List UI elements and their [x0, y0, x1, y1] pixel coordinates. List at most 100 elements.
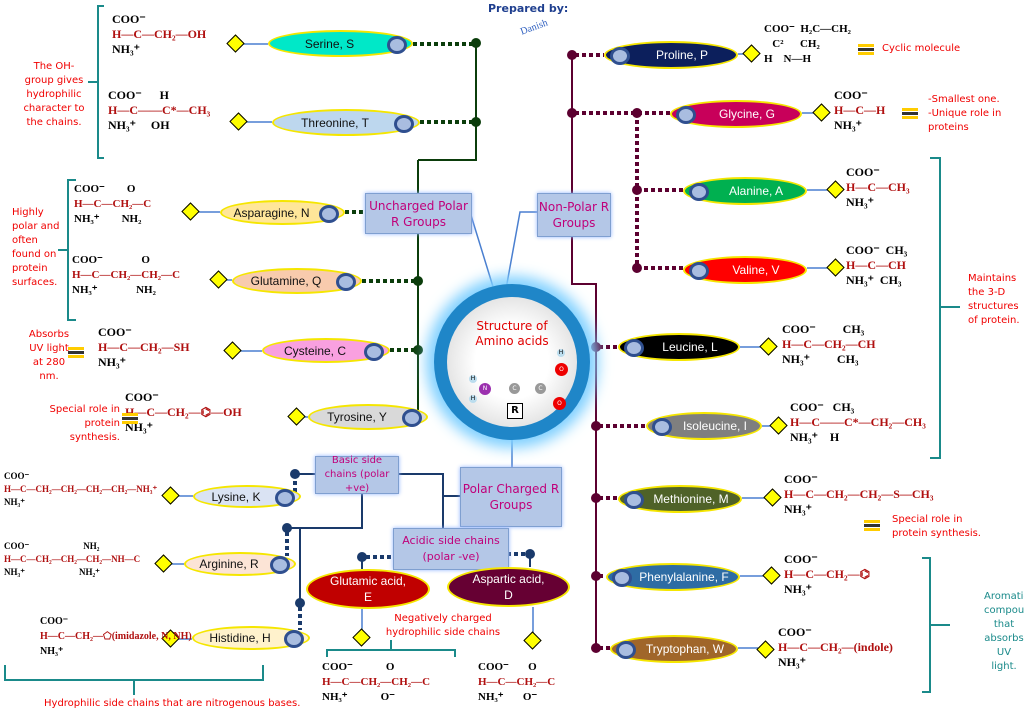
amino-acid-histidine[interactable]: Histidine, H — [192, 626, 310, 650]
pill-label: Lysine, K — [211, 489, 261, 504]
histidine-structure: COO⁻H—C—CH₂—⬠(imidazole, N, NH)NH₃⁺ — [40, 616, 192, 657]
hydrogen-atom: H — [469, 375, 477, 383]
connector-dot-icon — [652, 418, 672, 436]
pill-label: Arginine, R — [199, 557, 259, 571]
pill-label: Proline, P — [655, 48, 709, 62]
basic-side-chains-box: Basic side chains (polar +ve) — [315, 455, 399, 494]
r-group-label: R — [507, 403, 523, 419]
cyclic-note: Cyclic molecule — [882, 43, 961, 54]
connector-dot-icon — [319, 204, 339, 223]
bracket — [58, 179, 76, 321]
amino-acid-glycine[interactable]: Glycine, G — [670, 100, 802, 128]
connector-dot-icon — [394, 114, 414, 133]
glycine-note-2: -Unique role in proteins — [928, 108, 1002, 133]
amino-acid-serine[interactable]: Serine, S — [268, 30, 413, 57]
connector-dot-icon — [689, 262, 709, 280]
nonpolar-line — [571, 55, 597, 648]
connector-dot-icon — [402, 409, 422, 427]
connector-dot-icon — [284, 630, 304, 648]
connector-dot-icon — [689, 183, 709, 201]
amino-acid-phenylalanine[interactable]: Phenylalanine, F — [606, 563, 740, 591]
nodes — [282, 38, 642, 653]
oxygen-atom: O — [553, 397, 566, 410]
pill-label: Tyrosine, Y — [327, 410, 387, 424]
carbon-atom: C — [509, 383, 520, 394]
connector-dot-icon — [624, 339, 644, 357]
methionine-role-note: Special role in protein synthesis. — [892, 514, 981, 539]
amino-acid-leucine[interactable]: Leucine, L — [618, 333, 740, 361]
charged-line — [287, 473, 460, 603]
pill-label: Glutamine, Q — [250, 274, 322, 288]
pill-label: Serine, S — [304, 36, 355, 51]
amino-acid-methionine[interactable]: Methionine, M — [618, 485, 742, 513]
amino-acid-asparagine[interactable]: Asparagine, N — [220, 200, 345, 225]
bracket — [4, 665, 264, 695]
equals-icon — [122, 413, 138, 424]
connector-dot-icon — [676, 106, 696, 124]
lysine-structure: COO⁻H—C—CH₂—CH₂—CH₂—CH₂—NH₃⁺NH₃⁺ — [4, 471, 158, 507]
pill-label: Aspartic acid, D — [472, 572, 545, 602]
connector-dot-icon — [364, 342, 384, 361]
center-title-2: Amino acids — [475, 334, 549, 348]
amino-acid-aspartic-acid[interactable]: Aspartic acid, D — [447, 567, 570, 607]
glycine-note-1: -Smallest one. — [928, 94, 1000, 105]
absorbs-uv-note: Absorbs UV light at 280 nm. — [28, 329, 70, 382]
uncharged-polar-group-box: Uncharged Polar R Groups — [365, 193, 472, 234]
pill-label: Methionine, M — [653, 492, 729, 506]
carbon-atom: C — [535, 383, 546, 394]
equals-icon — [68, 347, 84, 358]
dotted-connector — [285, 474, 526, 630]
pill-label: Threonine, T — [301, 115, 369, 130]
pill-label: Leucine, L — [662, 340, 718, 354]
amino-acid-tyrosine[interactable]: Tyrosine, Y — [308, 404, 428, 430]
connector-dot-icon — [610, 47, 630, 65]
non-polar-group-box: Non-Polar R Groups — [537, 193, 611, 237]
amino-acid-arginine[interactable]: Arginine, R — [184, 552, 296, 576]
oh-group-note: The OH-group gives hydrophilic character… — [23, 61, 85, 128]
bracket — [922, 557, 950, 693]
amino-acid-proline[interactable]: Proline, P — [604, 41, 738, 69]
dotted-connector — [345, 42, 472, 352]
amino-acid-alanine[interactable]: Alanine, A — [683, 177, 807, 205]
maintains-3d-note: Maintains the 3-D structures of protein. — [968, 273, 1020, 326]
prepared-by-label: Prepared by: — [488, 2, 569, 15]
hydrogen-atom: H — [557, 349, 565, 357]
connector-dot-icon — [387, 35, 407, 54]
pill-label: Tryptophan, W — [645, 642, 725, 656]
pill-label: Glutamic acid, E — [329, 574, 407, 604]
pill-label: Phenylalanine, F — [639, 570, 729, 584]
connector-dot-icon — [336, 273, 356, 291]
pill-label: Glycine, G — [718, 107, 775, 121]
pill-label: Cysteine, C — [283, 343, 347, 358]
amino-acid-lysine[interactable]: Lysine, K — [193, 485, 301, 508]
pill-label: Valine, V — [732, 263, 780, 277]
amino-acid-threonine[interactable]: Threonine, T — [272, 109, 420, 136]
amino-acid-cysteine[interactable]: Cysteine, C — [262, 338, 390, 363]
amino-acid-isoleucine[interactable]: Isoleucine, I — [646, 412, 762, 440]
connector-dot-icon — [275, 488, 295, 507]
connector-dot-icon — [612, 569, 632, 587]
polar-charged-group-box: Polar Charged R Groups — [460, 467, 562, 527]
pill-label: Alanine, A — [728, 184, 784, 198]
phenylalanine-structure: COO⁻H—C—CH₂—⌬NH₃⁺ — [784, 552, 871, 596]
amino-acid-glutamic-acid[interactable]: Glutamic acid, E — [306, 569, 430, 609]
amino-acid-glutamine[interactable]: Glutamine, Q — [232, 268, 362, 294]
tryptophan-structure: COO⁻H—C—CH₂—(indole)NH₃⁺ — [778, 625, 893, 669]
amino-acid-valine[interactable]: Valine, V — [683, 256, 807, 284]
connector-dot-icon — [270, 556, 290, 574]
amino-acid-tryptophan[interactable]: Tryptophan, W — [610, 635, 738, 663]
nitrogen-atom: N — [479, 383, 491, 395]
